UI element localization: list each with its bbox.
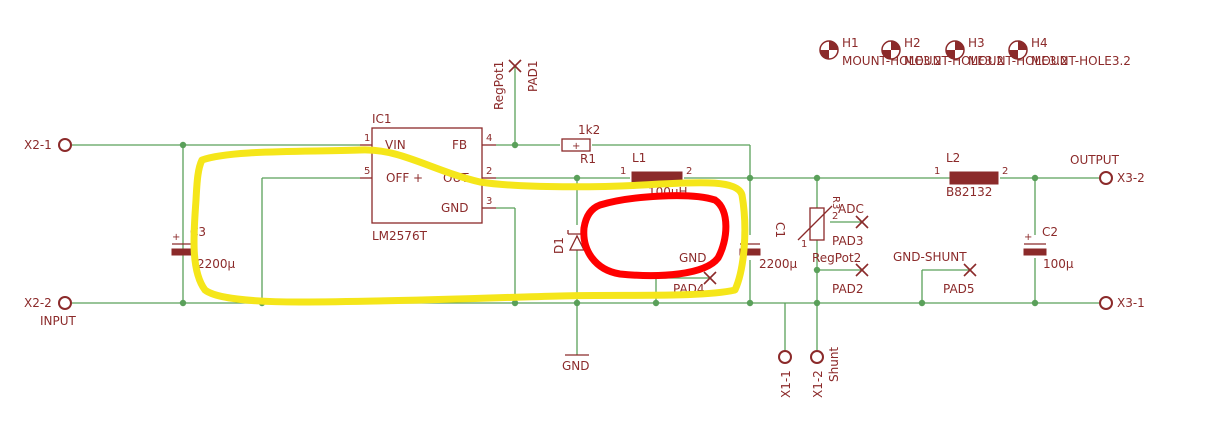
off-plus-sign: + xyxy=(413,171,423,185)
terminal-x3-2: X3-2 OUTPUT xyxy=(1070,153,1145,185)
inductor-l2: L2 B82132 1 2 xyxy=(934,151,1008,199)
l1-label: L1 xyxy=(632,151,646,165)
pin4-number: 4 xyxy=(486,133,492,144)
c3-plus-sign: + xyxy=(172,232,180,243)
pin1-number: 1 xyxy=(364,133,370,144)
r3-pin1: 1 xyxy=(801,239,807,250)
mount-hole-h2: H2 MOUNT-HOLE3.2 xyxy=(881,36,1004,68)
gnd-pin-label: GND xyxy=(441,201,469,215)
capacitor-c1: C1 2200µ xyxy=(739,222,798,271)
pad2: PAD2 xyxy=(832,263,869,296)
mount-hole-3-label: MOUNT-HOLE3.2 xyxy=(968,54,1068,68)
h2-label: H2 xyxy=(904,36,921,50)
pad3-label: PAD3 xyxy=(832,234,864,248)
r1-plus-sign: + xyxy=(572,141,580,152)
d1-label: D1 xyxy=(552,237,566,254)
x3-2-label: X3-2 xyxy=(1117,171,1145,185)
pin5-number: 5 xyxy=(364,166,370,177)
c3-value-label: 2200µ xyxy=(197,257,236,271)
fb-pin-label: FB xyxy=(452,138,467,152)
pad5-gnd-shunt: GND-SHUNT PAD5 xyxy=(893,250,977,296)
terminal-x1-2: X1-2 Shunt xyxy=(810,347,841,398)
c1-label: C1 xyxy=(773,222,787,238)
pad1-label: PAD1 xyxy=(526,60,540,92)
capacitor-c3: + C3 2200µ xyxy=(171,225,236,271)
wires xyxy=(72,67,1100,355)
terminal-x3-1: X3-1 xyxy=(1099,296,1145,310)
l2-label: L2 xyxy=(946,151,960,165)
input-label: INPUT xyxy=(40,314,77,328)
x1-2-label: X1-2 xyxy=(811,370,825,398)
h4-label: H4 xyxy=(1031,36,1048,50)
gnd-symbol-label: GND xyxy=(562,359,590,373)
pad2-label: PAD2 xyxy=(832,282,864,296)
potentiometer-r3: R3 1 2 RegPot2 xyxy=(797,196,861,265)
pad3-adc: ADC PAD3 xyxy=(832,202,869,248)
c2-label: C2 xyxy=(1042,225,1058,239)
output-label: OUTPUT xyxy=(1070,153,1120,167)
h1-label: H1 xyxy=(842,36,859,50)
l1-pin2: 2 xyxy=(686,166,692,177)
junction-dots xyxy=(179,141,1039,307)
ic1-value-label: LM2576T xyxy=(372,229,428,243)
terminal-x2-1: X2-1 xyxy=(24,138,72,152)
l1-pin1: 1 xyxy=(620,166,626,177)
l2-pin1: 1 xyxy=(934,166,940,177)
mount-hole-1-label: MOUNT-HOLE3.2 xyxy=(842,54,942,68)
gnd-symbol: GND xyxy=(562,354,590,373)
mount-hole-h3: H3 MOUNT-HOLE3.2 xyxy=(945,36,1068,68)
pad5-label: PAD5 xyxy=(943,282,975,296)
l2-pin2: 2 xyxy=(1002,166,1008,177)
h3-label: H3 xyxy=(968,36,985,50)
resistor-r1: + 1k2 R1 xyxy=(561,123,600,166)
yellow-highlight-loop xyxy=(190,146,749,306)
ic1-label: IC1 xyxy=(372,112,392,126)
pin2-number: 2 xyxy=(486,166,492,177)
gnd-shunt-label: GND-SHUNT xyxy=(893,250,967,264)
r1-label: R1 xyxy=(580,152,596,166)
pad4-gnd-label: GND xyxy=(679,251,707,265)
x2-1-label: X2-1 xyxy=(24,138,52,152)
x1-1-label: X1-1 xyxy=(779,370,793,398)
adc-label: ADC xyxy=(838,202,864,216)
mount-hole-h4: H4 MOUNT-HOLE3.2 xyxy=(1008,36,1131,68)
c2-plus-sign: + xyxy=(1024,232,1032,243)
terminal-x2-2: X2-2 INPUT xyxy=(24,296,77,328)
pad1-regpot1: RegPot1 PAD1 xyxy=(492,59,540,110)
terminal-x1-1: X1-1 xyxy=(778,350,793,398)
pin3-number: 3 xyxy=(486,196,492,207)
mount-hole-h1: H1 MOUNT-HOLE3.2 xyxy=(819,36,942,68)
regpot1-label: RegPot1 xyxy=(492,61,506,110)
capacitor-c2: + C2 100µ xyxy=(1023,225,1074,271)
inductor-l1: L1 100µH 1 2 xyxy=(620,151,692,199)
r3-pin2: 2 xyxy=(832,211,838,222)
x2-2-label: X2-2 xyxy=(24,296,52,310)
vin-pin-label: VIN xyxy=(385,138,406,152)
l2-value-label: B82132 xyxy=(946,185,992,199)
mount-hole-4-label: MOUNT-HOLE3.2 xyxy=(1031,54,1131,68)
x3-1-label: X3-1 xyxy=(1117,296,1145,310)
mount-hole-2-label: MOUNT-HOLE3.2 xyxy=(904,54,1004,68)
c2-value-label: 100µ xyxy=(1043,257,1074,271)
shunt-label: Shunt xyxy=(827,347,841,382)
regpot2-label: RegPot2 xyxy=(812,251,861,265)
c1-value-label: 2200µ xyxy=(759,257,798,271)
r3-label: R3 xyxy=(830,196,841,209)
red-highlight-loop xyxy=(580,192,730,280)
r1-value-label: 1k2 xyxy=(578,123,600,137)
off-pin-label: OFF xyxy=(386,171,409,185)
